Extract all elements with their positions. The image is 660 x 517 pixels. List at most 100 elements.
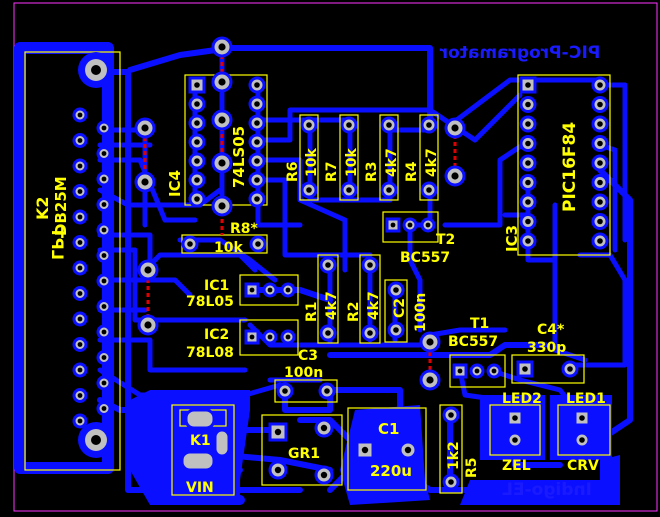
- r3-value: 4k7: [384, 148, 400, 177]
- pad-hole: [194, 82, 200, 88]
- pad-hole: [254, 101, 260, 107]
- led2-color: ZEL: [502, 458, 531, 474]
- ic3-part: PIC16F84: [560, 122, 580, 212]
- pad-hole: [254, 120, 260, 126]
- pad-hole: [597, 218, 603, 225]
- pad-hole: [390, 222, 396, 228]
- r1-value: 4k7: [324, 291, 340, 320]
- ground-plane-bottom-right2: [460, 455, 620, 505]
- mounting-hole-bottom: [78, 422, 114, 458]
- pad-hole: [101, 202, 107, 207]
- r4-ref: R4: [404, 161, 420, 182]
- k1-pad-top: [184, 408, 216, 430]
- ic1-ref: IC1: [204, 278, 229, 294]
- pad-hole: [474, 368, 480, 374]
- pad-hole: [522, 366, 528, 372]
- led1-color: CRV: [567, 458, 599, 474]
- pad-hole: [77, 163, 83, 169]
- c3-ref: C3: [298, 348, 318, 364]
- pad-hole: [525, 179, 531, 186]
- pad-hole: [144, 321, 152, 329]
- pad-hole: [77, 240, 83, 245]
- pad-hole: [218, 78, 226, 86]
- pad-hole: [426, 338, 434, 346]
- r1-ref: R1: [304, 301, 320, 322]
- pad-hole: [285, 287, 291, 293]
- pad-hole: [386, 122, 392, 128]
- pad-hole: [194, 101, 200, 107]
- pad-hole: [101, 380, 107, 386]
- c2-value: 100n: [413, 293, 429, 332]
- pad-hole: [512, 437, 518, 443]
- pad-hole: [194, 139, 200, 145]
- pad-hole: [346, 187, 352, 193]
- pad-hole: [324, 388, 330, 394]
- led2-ref: LED2: [502, 391, 542, 407]
- pad-hole: [101, 278, 107, 284]
- t2-ref: T2: [436, 232, 455, 248]
- pad-hole: [525, 140, 531, 147]
- pad-hole: [101, 227, 107, 233]
- pad-hole: [249, 287, 255, 293]
- pad-hole: [491, 368, 497, 374]
- pad-hole: [597, 160, 603, 166]
- pad-hole: [407, 222, 413, 228]
- pad-hole: [597, 238, 603, 244]
- r7-value: 10k: [344, 148, 360, 177]
- pad-hole: [101, 125, 107, 131]
- k1-ref: K1: [190, 433, 211, 449]
- connector-name: LPT: [48, 227, 67, 260]
- ic2-ref: IC2: [204, 327, 229, 343]
- pad-hole: [525, 199, 531, 205]
- pad-hole: [187, 241, 193, 247]
- pad-hole: [306, 187, 312, 193]
- k1-pad-side: [213, 428, 231, 458]
- t2-part: BC557: [400, 250, 450, 266]
- pad-hole: [77, 367, 83, 373]
- pad-hole: [274, 466, 282, 474]
- led1-ref: LED1: [566, 391, 606, 407]
- pad-hole: [77, 189, 83, 194]
- maker-label: Indigo-EL: [502, 480, 592, 500]
- r2-value: 4k7: [366, 291, 382, 320]
- labels: PIC-Programator Indigo-EL K2 DB25M LPT I…: [33, 43, 606, 500]
- pad-hole: [101, 176, 107, 182]
- pad-hole: [579, 437, 585, 443]
- pad-hole: [254, 158, 260, 164]
- ground-plane-bottom-right: [340, 405, 430, 505]
- ic1-part: 78L05: [186, 294, 234, 310]
- pad-hole: [77, 342, 83, 347]
- pad-hole: [282, 388, 288, 394]
- pad-hole: [249, 334, 255, 340]
- pads: [72, 36, 609, 491]
- pad-hole: [426, 376, 434, 384]
- c3-value: 100n: [284, 365, 323, 381]
- pad-hole: [525, 101, 531, 108]
- pad-hole: [101, 355, 107, 360]
- pad-hole: [367, 330, 373, 336]
- pad-hole: [306, 122, 312, 128]
- pad-hole: [325, 262, 331, 268]
- r6-value: 10k: [304, 148, 320, 177]
- pad-hole: [426, 187, 432, 193]
- pad-hole: [194, 120, 200, 126]
- c4-value: 330p: [527, 340, 566, 356]
- connector-ref: K2: [33, 196, 52, 220]
- pad-hole: [512, 415, 518, 421]
- pad-hole: [77, 265, 83, 271]
- pad-hole: [218, 116, 226, 124]
- pad-hole: [579, 415, 585, 421]
- pad-hole: [254, 82, 260, 88]
- pad-hole: [77, 214, 83, 220]
- mounting-hole-top: [78, 52, 114, 88]
- pad-hole: [597, 199, 603, 205]
- pad-hole: [77, 291, 83, 296]
- ic4-ref: IC4: [166, 170, 184, 197]
- pad-hole: [567, 366, 573, 372]
- silkscreen: [24, 51, 611, 496]
- pad-hole: [77, 316, 83, 322]
- r8-value: 10k: [214, 240, 243, 256]
- r2-ref: R2: [346, 301, 362, 322]
- pad-hole: [194, 196, 200, 202]
